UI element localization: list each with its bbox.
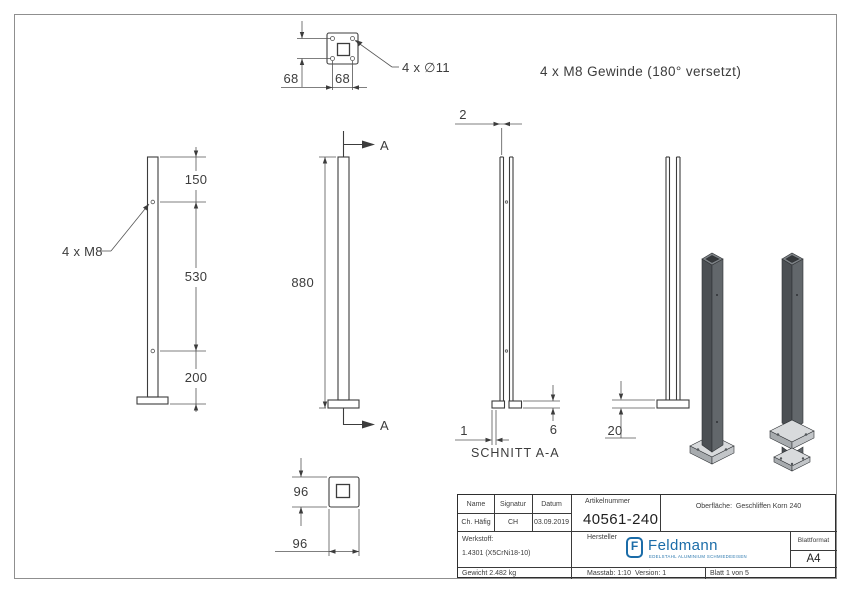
blattformat-header: Blattformat	[797, 537, 830, 544]
artikelnummer-header: Artikelnummer	[585, 498, 631, 505]
dim-label-96-horizontal: 96	[292, 536, 307, 551]
hersteller-header: Hersteller	[587, 534, 617, 541]
dim-label-530: 530	[185, 269, 208, 284]
name-value: Ch. Häfig	[461, 518, 491, 526]
post-3d-render-right	[769, 252, 815, 472]
name-header: Name	[466, 500, 486, 508]
dim-label-68-horizontal: 68	[335, 71, 350, 86]
thread-callout-label: 4 x M8	[62, 244, 103, 259]
view-flange-bottom: 96 96	[275, 458, 360, 556]
dim-label-1: 1	[460, 423, 468, 438]
feldmann-logo-text: Feldmann	[648, 537, 718, 554]
dim-label-2: 2	[459, 107, 467, 122]
dim-label-6: 6	[550, 422, 558, 437]
dim-label-150: 150	[185, 172, 208, 187]
article-number: 40561-240	[583, 511, 659, 528]
view-post-front: 150 530 200 4 x M8	[62, 147, 207, 412]
dim-label-20: 20	[607, 423, 622, 438]
datum-value: 03.09.2019	[533, 518, 570, 526]
dim-label-68-vertical: 68	[283, 71, 298, 86]
blattformat-value: A4	[806, 552, 821, 565]
section-label-a-bottom: A	[380, 418, 389, 433]
gewicht-value: Gewicht 2.482 kg	[462, 570, 517, 577]
signatur-value: CH	[507, 518, 519, 526]
dim-label-200: 200	[185, 370, 208, 385]
dim-label-96-vertical: 96	[293, 484, 308, 499]
feldmann-logo-icon: F	[626, 537, 643, 558]
title-block: Name Signatur Datum Ch. Häfig CH 03.09.2…	[457, 494, 837, 579]
werkstoff-header: Werkstoff:	[462, 536, 494, 543]
datum-header: Datum	[541, 500, 562, 508]
version-value: Version: 1	[635, 570, 667, 577]
sheet-border	[14, 14, 837, 579]
feldmann-logo-tagline: EDELSTAHL ALUMINIUM SCHMIEDEEISEN	[649, 554, 747, 559]
hole-callout-label: 4 x ∅11	[402, 60, 450, 75]
view-flange-top: 68 68 4 x ∅11	[281, 21, 450, 90]
view-section-aa: 2 1 6 SCHNITT A-A	[455, 107, 560, 460]
thread-note: 4 x M8 Gewinde (180° versetzt)	[540, 64, 741, 79]
dim-label-880: 880	[291, 275, 314, 290]
section-label-a-top: A	[380, 138, 389, 153]
oberflaeche-header: Oberfläche:	[695, 503, 733, 510]
blatt-value: Blatt 1 von 5	[710, 570, 749, 577]
section-caption: SCHNITT A-A	[471, 446, 560, 460]
masstab-value: Masstab: 1:10	[587, 570, 631, 577]
view-post-side: 880 A A	[291, 131, 389, 433]
werkstoff-value: 1.4301 (X5CrNi18-10)	[462, 550, 531, 557]
signatur-header: Signatur	[499, 500, 527, 508]
view-post-offset: 20	[605, 156, 690, 439]
oberflaeche-value: Geschliffen Korn 240	[735, 503, 802, 510]
post-3d-render-left	[689, 252, 735, 465]
